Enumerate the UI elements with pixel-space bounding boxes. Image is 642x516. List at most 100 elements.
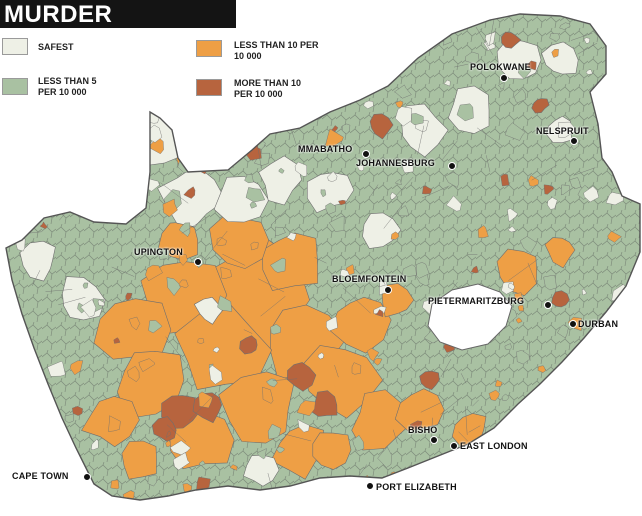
district-cell	[353, 476, 362, 486]
district-cell	[394, 84, 412, 99]
district-cell	[257, 448, 267, 460]
district-cell	[283, 114, 299, 131]
district-border	[489, 18, 495, 47]
district-cell	[341, 123, 351, 135]
district-cell	[500, 174, 510, 187]
district-cell	[82, 282, 89, 289]
district-border	[342, 287, 371, 314]
district-cell	[165, 430, 172, 438]
district-cell	[270, 323, 281, 335]
district-cell	[271, 100, 286, 113]
country-outline	[5, 13, 641, 501]
title-bar: MURDER	[0, 0, 236, 28]
district-cell	[571, 393, 585, 408]
district-cell	[220, 267, 232, 279]
district-cell	[26, 30, 44, 43]
district-border	[160, 182, 189, 204]
district-region	[531, 98, 550, 114]
district-cell	[352, 435, 365, 452]
district-cell	[338, 199, 346, 206]
district-border	[45, 289, 73, 292]
district-border	[531, 164, 558, 181]
district-cell	[351, 362, 362, 375]
district-cell	[198, 391, 213, 409]
legend-label-safest: SAFEST	[38, 42, 74, 52]
district-cell	[169, 440, 191, 456]
district-cell	[543, 184, 554, 195]
district-border	[540, 0, 554, 5]
district-cell	[172, 452, 191, 471]
district-border	[26, 172, 37, 176]
district-cell	[217, 126, 229, 138]
district-cell	[394, 178, 402, 185]
district-cell	[51, 170, 61, 182]
lesotho-region	[427, 283, 513, 351]
district-border	[527, 262, 539, 287]
district-border	[440, 398, 461, 415]
district-cell	[487, 486, 503, 500]
district-cell	[76, 486, 86, 493]
district-cell	[516, 350, 530, 365]
district-border	[476, 127, 503, 147]
district-cell	[379, 280, 386, 288]
district-border	[165, 336, 186, 363]
city-label-cape-town: CAPE TOWN	[12, 471, 69, 481]
district-border	[181, 218, 206, 234]
district-cell	[176, 279, 189, 289]
district-cell	[43, 430, 53, 441]
district-cell	[197, 338, 205, 344]
district-cell	[323, 485, 335, 497]
district-region	[394, 388, 445, 432]
district-cell	[607, 230, 623, 243]
district-cell	[110, 479, 120, 490]
district-cell	[497, 82, 505, 90]
district-cell	[631, 428, 640, 445]
district-border	[578, 14, 598, 22]
district-cell	[317, 352, 325, 360]
district-cell	[374, 309, 383, 318]
district-cell	[126, 176, 144, 191]
district-border	[422, 185, 450, 199]
district-cell	[630, 440, 640, 454]
district-cell	[547, 197, 558, 210]
district-border	[417, 125, 425, 155]
district-cell	[90, 154, 101, 165]
district-border	[2, 502, 29, 515]
district-cell	[320, 189, 327, 198]
district-cell	[125, 292, 133, 301]
district-cell	[515, 455, 525, 463]
city-dot-johannesburg	[448, 162, 456, 170]
district-cell	[581, 288, 587, 296]
district-cell	[583, 186, 600, 203]
district-cell	[96, 165, 112, 184]
district-border	[529, 340, 531, 361]
district-region	[121, 440, 157, 480]
district-cell	[165, 440, 171, 447]
district-cell	[413, 18, 423, 31]
district-region	[551, 290, 570, 308]
district-border	[393, 429, 398, 444]
district-region	[362, 212, 402, 249]
district-cell	[548, 436, 560, 450]
district-border	[334, 365, 339, 378]
district-border	[303, 510, 326, 516]
district-cell	[415, 262, 430, 279]
district-region	[262, 232, 319, 291]
district-cell	[108, 415, 121, 432]
district-border	[258, 278, 285, 293]
district-border	[486, 155, 491, 172]
district-cell	[628, 174, 640, 195]
district-cell	[113, 337, 121, 344]
district-cell	[183, 186, 196, 199]
legend-label-more-than-10: MORE THAN 10 PER 10 000	[234, 78, 302, 99]
district-cell	[507, 282, 515, 291]
district-border	[271, 208, 288, 225]
district-border	[458, 431, 469, 442]
district-cell	[158, 248, 170, 261]
district-border	[454, 64, 468, 68]
district-cell	[275, 226, 286, 236]
city-dot-port-elizabeth	[366, 482, 374, 490]
district-border	[272, 378, 298, 381]
district-cell	[270, 257, 286, 273]
district-border	[282, 433, 312, 442]
